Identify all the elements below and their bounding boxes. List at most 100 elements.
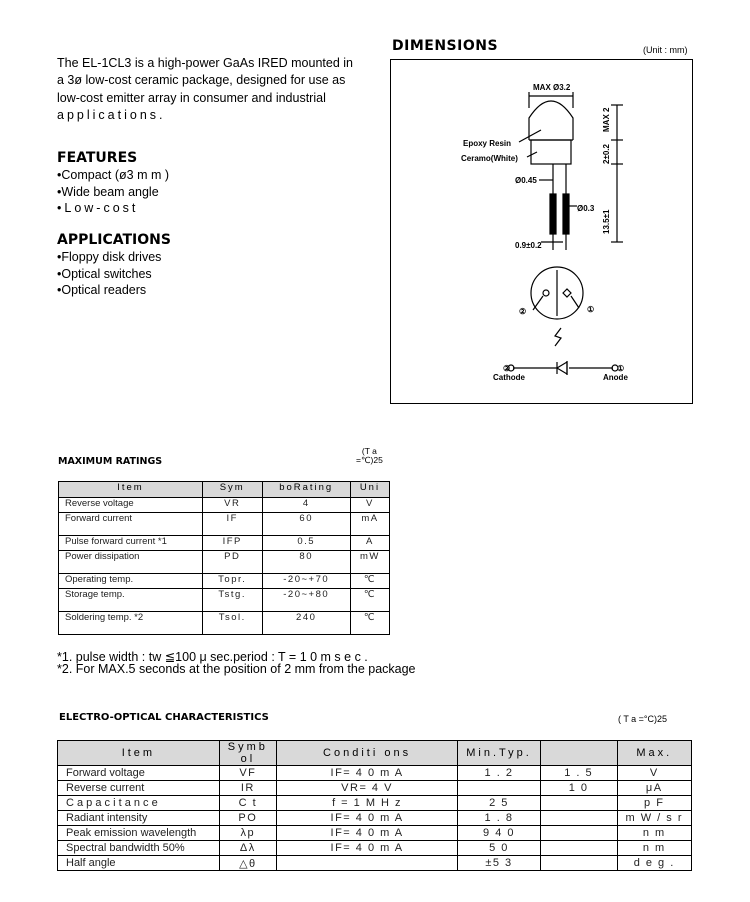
cell-symbol: Tstg. <box>201 588 263 612</box>
cell-item: Reverse voltage <box>58 497 203 513</box>
cell-conditions: IF= 4 0 m A <box>275 765 459 781</box>
cell-rating: 60 <box>261 512 351 536</box>
ceramic-base <box>530 139 572 165</box>
table-header-row: Item Symb ol Conditi ons Min.Typ. Max. <box>57 740 692 766</box>
table-row: Forward current IF 60 mA <box>58 512 391 536</box>
label-anode: Anode <box>603 373 628 382</box>
cell-rating: -20~+70 <box>261 573 351 589</box>
cell-symbol: Tsol. <box>201 611 263 635</box>
table-row: Spectral bandwidth 50% Δλ IF= 4 0 m A 5 … <box>57 840 692 856</box>
cell-item: Peak emission wavelength <box>57 825 220 841</box>
cell-typ <box>539 855 618 871</box>
label-length: 13.5±1 <box>602 209 611 234</box>
cell-min-typ: 9 4 0 <box>457 825 541 841</box>
applications-heading: APPLICATIONS <box>57 231 171 248</box>
label-cathode-num: ② <box>503 364 510 373</box>
table-row: Soldering temp. *2 Tsol. 240 ℃ <box>58 611 391 635</box>
cell-item: Radiant intensity <box>57 810 220 826</box>
cell-max: m W / s r <box>616 810 692 826</box>
column-header: Uni <box>349 481 391 498</box>
cell-symbol: VR <box>201 497 263 513</box>
cell-typ <box>539 795 618 811</box>
cell-unit: ℃ <box>349 573 391 589</box>
features-heading: FEATURES <box>57 150 138 167</box>
table-row: Pulse forward current *1 IFP 0.5 A <box>58 535 391 551</box>
cell-conditions <box>275 855 459 871</box>
cell-conditions: f = 1 M H z <box>275 795 459 811</box>
cell-min-typ: ±5 3 <box>457 855 541 871</box>
intro-text: The EL-1CL3 is a high-power GaAs IRED mo… <box>57 56 353 105</box>
column-header: Max. <box>616 740 692 766</box>
cell-symbol: IR <box>218 780 277 796</box>
cell-conditions: IF= 4 0 m A <box>275 825 459 841</box>
label-pin1: ① <box>587 305 594 314</box>
cell-item: Reverse current <box>57 780 220 796</box>
table-row: Storage temp. Tstg. -20~+80 ℃ <box>58 588 391 612</box>
cell-rating: 0.5 <box>261 535 351 551</box>
cell-symbol: Topr. <box>201 573 263 589</box>
cell-symbol: λp <box>218 825 277 841</box>
bottom-view-circle <box>530 266 584 320</box>
cell-conditions: VR= 4 V <box>275 780 459 796</box>
cell-typ <box>539 810 618 826</box>
column-header: Item <box>57 740 220 766</box>
table-header-row: Item Sym boRating Uni <box>58 481 391 498</box>
cell-symbol: IF <box>201 512 263 536</box>
column-header: Min.Typ. <box>457 740 541 766</box>
intro-block: The EL-1CL3 is a high-power GaAs IRED mo… <box>57 55 362 299</box>
cell-rating: -20~+80 <box>261 588 351 612</box>
cell-item: Soldering temp. *2 <box>58 611 203 635</box>
column-header: Item <box>58 481 203 498</box>
cell-symbol: △θ <box>218 855 277 871</box>
label-lead-diameter: Ø0.45 <box>515 176 537 185</box>
epoxy-dome <box>528 100 574 140</box>
cell-item: Operating temp. <box>58 573 203 589</box>
cell-unit: A <box>349 535 391 551</box>
cell-item: Forward voltage <box>57 765 220 781</box>
column-header: Conditi ons <box>275 740 459 766</box>
table-row: C a p a c i t a n c e C t f = 1 M H z 2 … <box>57 795 692 811</box>
label-epoxy: Epoxy Resin <box>463 139 511 148</box>
cell-symbol: PD <box>201 550 263 574</box>
label-anode-num: ① <box>617 364 624 373</box>
label-pin2: ② <box>519 307 526 316</box>
dimensions-drawing: MAX Ø3.2 MAX 2 2±0.2 Epoxy Resin Ceramo(… <box>390 59 693 404</box>
cell-symbol: IFP <box>201 535 263 551</box>
electro-optical-title: ELECTRO-OPTICAL CHARACTERISTICS <box>59 712 269 723</box>
cell-min-typ: 5 0 <box>457 840 541 856</box>
cell-unit: ℃ <box>349 611 391 635</box>
cell-item: Power dissipation <box>58 550 203 574</box>
max-ratings-notes: *1. pulse width : tw ≦100 μ sec.period :… <box>57 650 416 676</box>
column-header <box>539 740 618 766</box>
label-height: 2±0.2 <box>602 143 611 164</box>
cell-max: d e g . <box>616 855 692 871</box>
table-row: Forward voltage VF IF= 4 0 m A 1 . 2 1 .… <box>57 765 692 781</box>
cell-symbol: C t <box>218 795 277 811</box>
cell-typ: 1 0 <box>539 780 618 796</box>
cell-unit: V <box>349 497 391 513</box>
column-header: Sym <box>201 481 263 498</box>
footnote-1: *1. pulse width : tw ≦100 μ sec.period :… <box>57 650 368 664</box>
cell-symbol: PO <box>218 810 277 826</box>
cell-min-typ: 2 5 <box>457 795 541 811</box>
features-item: •Wide beam angle <box>57 184 159 199</box>
cell-min-typ: 1 . 2 <box>457 765 541 781</box>
electro-optical-table: Item Symb ol Conditi ons Min.Typ. Max. F… <box>57 740 692 871</box>
electro-optical-condition: ( T a =°C)25 <box>618 714 668 724</box>
applications-item: •Optical readers <box>57 283 147 298</box>
cell-max: p F <box>616 795 692 811</box>
cell-unit: mA <box>349 512 391 536</box>
label-cathode: Cathode <box>493 373 526 382</box>
cell-max: μA <box>616 780 692 796</box>
cell-min-typ: 1 . 8 <box>457 810 541 826</box>
features-list: •Compact (ø3 m m ) •Wide beam angle •Low… <box>57 167 362 217</box>
cell-conditions: IF= 4 0 m A <box>275 840 459 856</box>
table-row: Half angle △θ ±5 3 d e g . <box>57 855 692 871</box>
max-ratings-table: Item Sym boRating Uni Reverse voltage VR… <box>58 481 391 635</box>
max-ratings-cond-line1: (T a <box>361 446 377 456</box>
table-row: Reverse current IR VR= 4 V 1 0 μA <box>57 780 692 796</box>
package-outline-diagram: MAX Ø3.2 MAX 2 2±0.2 Epoxy Resin Ceramo(… <box>461 83 628 382</box>
cell-max: V <box>616 765 692 781</box>
cell-typ <box>539 825 618 841</box>
features-item: •Low-cost <box>57 201 139 216</box>
